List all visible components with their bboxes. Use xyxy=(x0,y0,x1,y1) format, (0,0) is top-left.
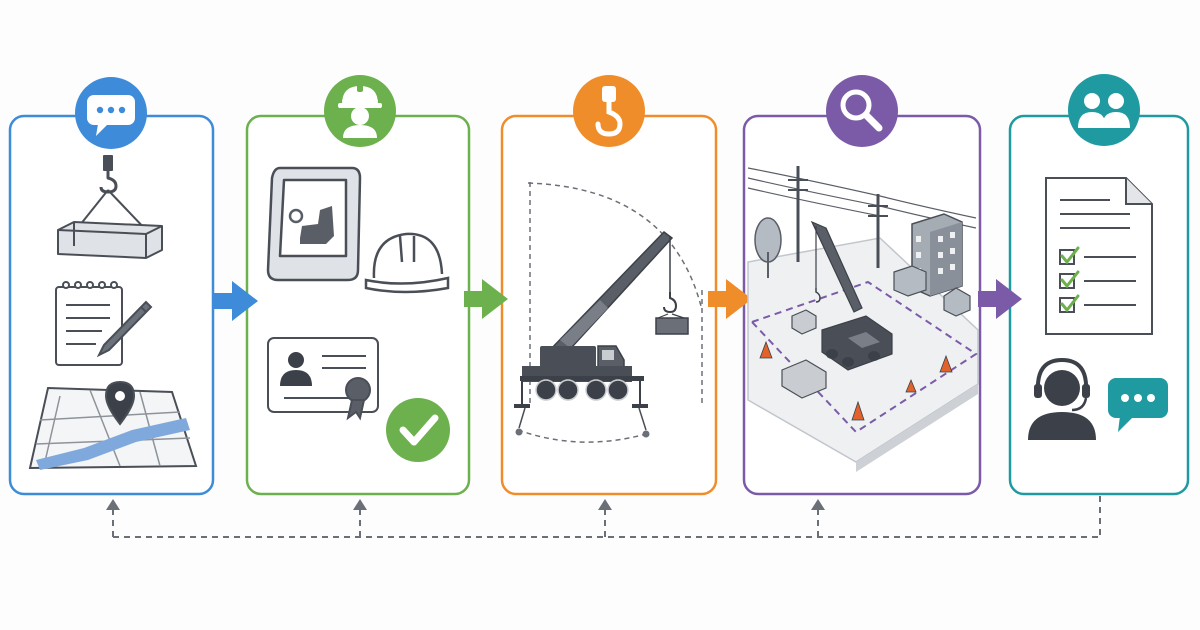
users-group-icon xyxy=(1068,74,1140,146)
hard-hat-icon xyxy=(364,232,450,294)
headset-support-icon xyxy=(1028,357,1096,440)
id-card-certificate-icon xyxy=(267,337,379,421)
chat-bubble-icon xyxy=(1108,378,1168,432)
crane-cab-icon xyxy=(266,166,362,282)
map-pin-icon xyxy=(28,380,198,470)
hook-load-icon xyxy=(57,155,163,259)
feedback-loop xyxy=(112,496,1101,538)
crane-hook-icon xyxy=(573,75,645,147)
isometric-site-icon xyxy=(747,166,979,472)
check-circle-icon xyxy=(386,398,450,462)
flow-arrow-2 xyxy=(464,279,508,319)
magnifier-icon xyxy=(826,75,898,147)
flow-arrow-3 xyxy=(708,279,752,319)
chat-bubble-icon xyxy=(75,77,147,149)
flow-arrow-4 xyxy=(978,279,1022,319)
flow-arrow-1 xyxy=(214,281,258,321)
hard-hat-worker-icon xyxy=(324,75,396,147)
feedback-arrowheads xyxy=(106,499,825,510)
checklist-document-icon xyxy=(1045,177,1153,335)
notepad-pencil-icon xyxy=(55,281,153,366)
mobile-crane-radius-icon xyxy=(514,182,703,443)
